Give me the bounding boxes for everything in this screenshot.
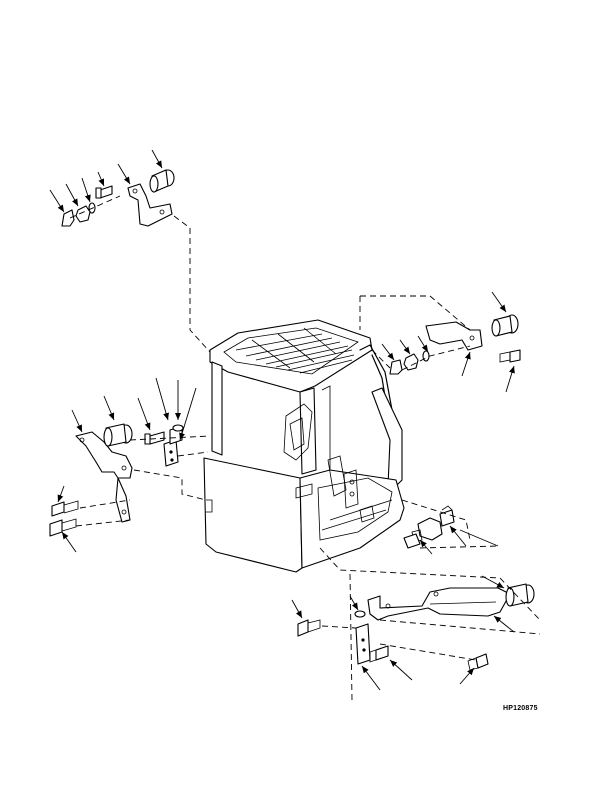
operator-cab — [203, 319, 405, 573]
mount-group-top-left — [49, 149, 175, 227]
mount-bracket-bottom-right — [367, 587, 511, 621]
clip-left-middle — [163, 425, 183, 467]
mount-bracket-right-upper — [425, 321, 483, 351]
washer-left-middle — [172, 424, 184, 432]
rubber-isolator-right-upper — [491, 314, 519, 337]
figure-id-label: HP120875 — [503, 705, 538, 712]
bolt-left-middle — [144, 431, 165, 445]
mount-bracket-top-left — [127, 183, 173, 227]
rubber-isolator-bottom-right — [505, 583, 535, 607]
rubber-isolator-top-left — [149, 169, 175, 193]
mount-bracket-left-middle — [75, 431, 133, 523]
nut-top-left — [75, 205, 91, 223]
bolt-lower-left-a — [51, 500, 79, 517]
mount-group-right-upper — [359, 291, 521, 393]
clamp-right — [439, 505, 455, 527]
hose-fitting — [403, 533, 421, 549]
bolt-bottom-middle — [369, 645, 389, 663]
bolt-top-left — [95, 185, 113, 199]
nut-right-upper — [403, 353, 419, 371]
bolt-right-upper — [499, 349, 521, 363]
clip-bottom — [354, 610, 371, 665]
mount-group-bottom-right — [291, 547, 541, 701]
mount-group-left-middle — [49, 377, 211, 553]
bolt-bottom-left — [297, 619, 321, 637]
assembly-line-top-left — [173, 215, 211, 353]
fitting-group-right — [401, 499, 501, 555]
roof-slats — [235, 327, 355, 374]
rubber-isolator-left-middle — [103, 423, 133, 447]
cap-nut-right-upper — [389, 359, 403, 375]
bolt-bottom-right — [467, 653, 489, 671]
cap-nut-top-left — [61, 209, 75, 227]
